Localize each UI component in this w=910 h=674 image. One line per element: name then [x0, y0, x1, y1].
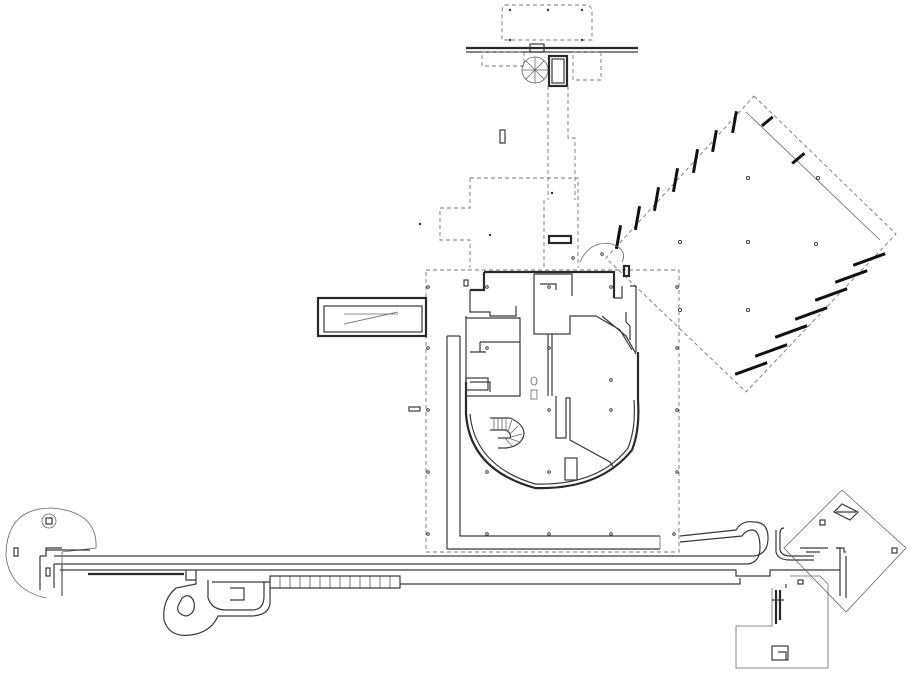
east-triangle-pavilion	[783, 489, 907, 613]
pavilion-column	[508, 8, 584, 42]
louver-bars	[614, 110, 886, 376]
north-pavilion	[466, 4, 638, 88]
west-bridge	[316, 296, 428, 412]
rotated-pavilion	[571, 95, 897, 393]
stair-treads	[279, 576, 391, 588]
spiral-stair	[490, 417, 525, 449]
main-block-columns	[426, 285, 679, 536]
south-east-annex	[735, 575, 829, 669]
north-corridor	[418, 86, 579, 268]
main-block	[425, 264, 680, 553]
west-round-pavilion	[5, 507, 97, 599]
south-gallery	[53, 521, 840, 636]
